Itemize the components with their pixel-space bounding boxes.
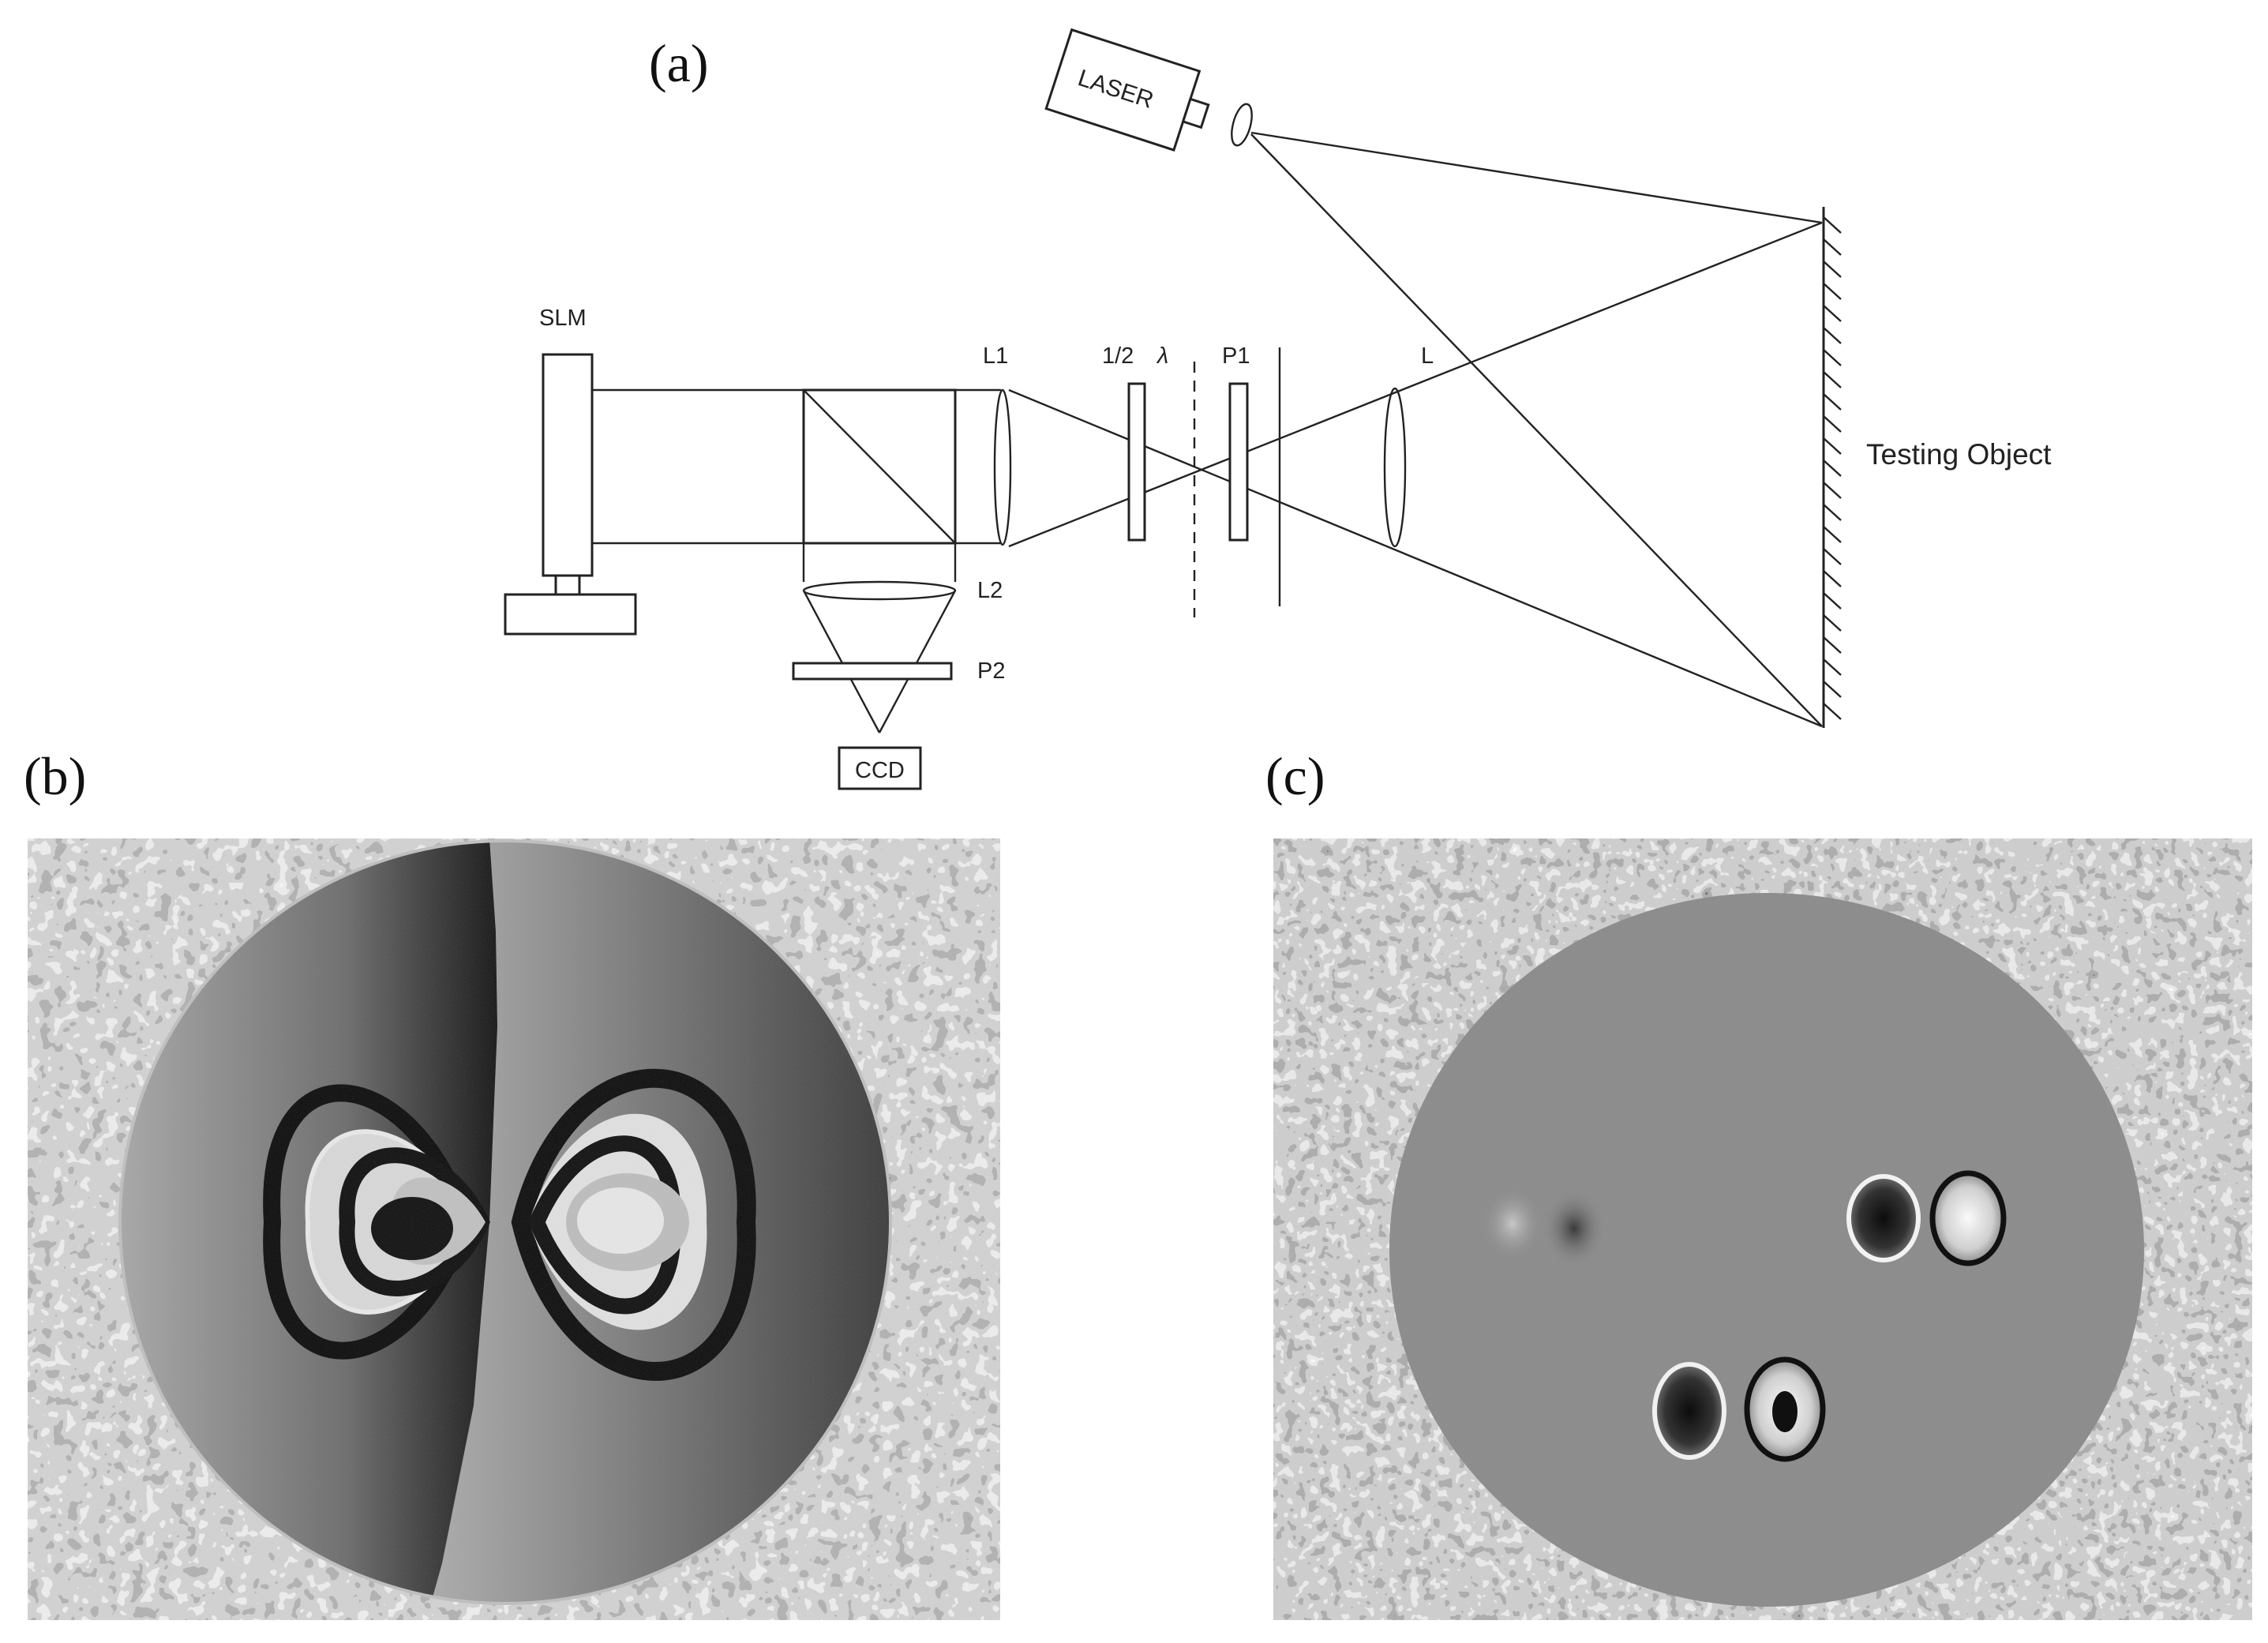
fringe-image-b: [28, 838, 1000, 1620]
testing-object: [1822, 207, 1842, 728]
panel-label-b: (b): [24, 746, 86, 806]
hatch-mark: [1823, 570, 1842, 587]
beam-splitter: [802, 388, 957, 545]
l-label: L: [1421, 343, 1434, 369]
p1-label: P1: [1222, 343, 1250, 369]
defect-pair-lower: [1652, 1356, 1826, 1462]
l2-label: L2: [977, 578, 1003, 603]
hatch-mark: [1823, 283, 1842, 300]
hatch-mark: [1823, 526, 1842, 543]
slm-label: SLM: [539, 306, 587, 331]
testing-object-label: Testing Object: [1866, 438, 2052, 471]
hatch-mark: [1823, 238, 1842, 256]
lens-l2: [802, 580, 957, 601]
hatch-mark: [1823, 261, 1842, 278]
hatch-mark: [1823, 216, 1842, 234]
hatch-mark: [1823, 658, 1842, 676]
polarizer-p1: [1228, 382, 1249, 542]
hatch-mark: [1823, 703, 1842, 720]
lens-l1: [993, 388, 1012, 546]
hatch-mark: [1823, 482, 1842, 499]
hatch-mark: [1823, 437, 1842, 455]
hatch-mark: [1823, 548, 1842, 565]
laser-lens: [1231, 103, 1253, 147]
hatch-mark: [1823, 393, 1842, 411]
panel-label-a: (a): [649, 33, 708, 93]
ray-laser-bottom: [1250, 133, 1823, 727]
defect-pair-upper: [1846, 1170, 2007, 1266]
laser-source: LASER: [1044, 28, 1210, 152]
hatch-mark: [1823, 592, 1842, 610]
ccd-camera: [838, 746, 922, 790]
lambda-label: λ: [1156, 343, 1168, 369]
l1-label: L1: [983, 343, 1008, 369]
setup-diagram: (a) LASER Testing Object SLM: [504, 28, 2052, 790]
hatch-mark: [1823, 371, 1842, 388]
p2-label: P2: [977, 658, 1005, 684]
hatch-mark: [1823, 460, 1842, 477]
lens-l: [1383, 387, 1407, 548]
polarizer-p2: [792, 662, 953, 681]
hatch-mark: [1823, 415, 1842, 433]
hatch-mark: [1823, 327, 1842, 344]
hatch-mark: [1823, 305, 1842, 322]
half-wave-label: 1/2: [1102, 343, 1134, 369]
hatch-mark: [1823, 614, 1842, 632]
phase-image-c: [1273, 838, 2252, 1620]
panel-label-c: (c): [1265, 746, 1325, 806]
hatch-mark: [1823, 636, 1842, 654]
half-wave-plate: [1127, 382, 1146, 542]
hatch-mark: [1823, 349, 1842, 366]
hatch-mark: [1823, 681, 1842, 698]
ccd-label: CCD: [855, 758, 905, 783]
ray-laser-top: [1250, 131, 1823, 224]
slm: [504, 353, 637, 636]
hatch-mark: [1823, 504, 1842, 521]
